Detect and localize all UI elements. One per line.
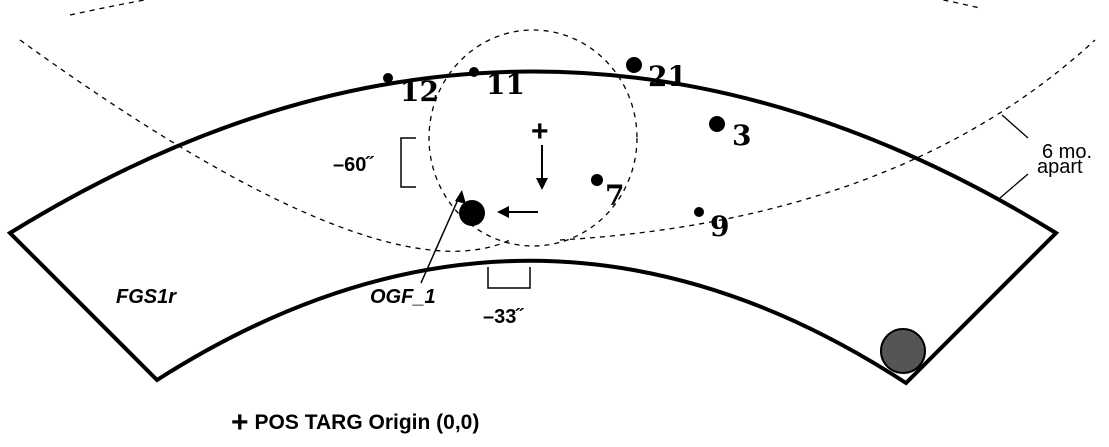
guide-star-pointer [420,194,461,284]
star-dot-3 [709,116,725,132]
star-dot-11 [469,67,479,77]
dashed-arc-lower [559,39,1096,241]
star-dot-21 [626,57,642,73]
star-dot-7 [591,174,603,186]
dashed-arc-upper [69,0,981,16]
star-label-21: 21 [648,60,687,93]
annotation-leader-upper [1001,114,1029,139]
x-offset-bracket [487,267,531,289]
star-label-12: 12 [400,75,439,108]
arrow-down-head [536,178,548,190]
guide-star-pointer-head [455,190,466,204]
guide-star-dot [459,200,485,226]
pos-targ-origin-plus: + [531,115,549,148]
annotation-line-1: 6 mo. [1042,141,1092,163]
y-offset-label: –60˝ [333,154,374,176]
gray-circle-marker [880,328,926,374]
dashed-field-circle [428,29,638,247]
field-label: FGS1r [116,286,177,308]
dashed-arc-upper-left [19,39,511,252]
x-offset-label: –33˝ [483,306,524,328]
arrow-left-head [497,206,509,218]
fgs-pickle-outline [6,69,1060,386]
star-label-11: 11 [486,68,525,101]
annotation-line-2: apart [1037,156,1083,178]
guide-star-label: OGF_1 [370,286,436,308]
plus-icon: + [231,406,249,439]
star-dot-9 [694,207,704,217]
legend: +POS TARG Origin (0,0) [231,408,480,438]
star-label-3: 3 [732,119,751,152]
star-label-9: 9 [710,210,729,243]
legend-text: POS TARG Origin (0,0) [254,411,480,434]
y-offset-bracket [400,137,416,188]
star-label-7: 7 [605,179,624,212]
star-dot-12 [383,73,393,83]
annotation-leader-lower [999,173,1029,199]
